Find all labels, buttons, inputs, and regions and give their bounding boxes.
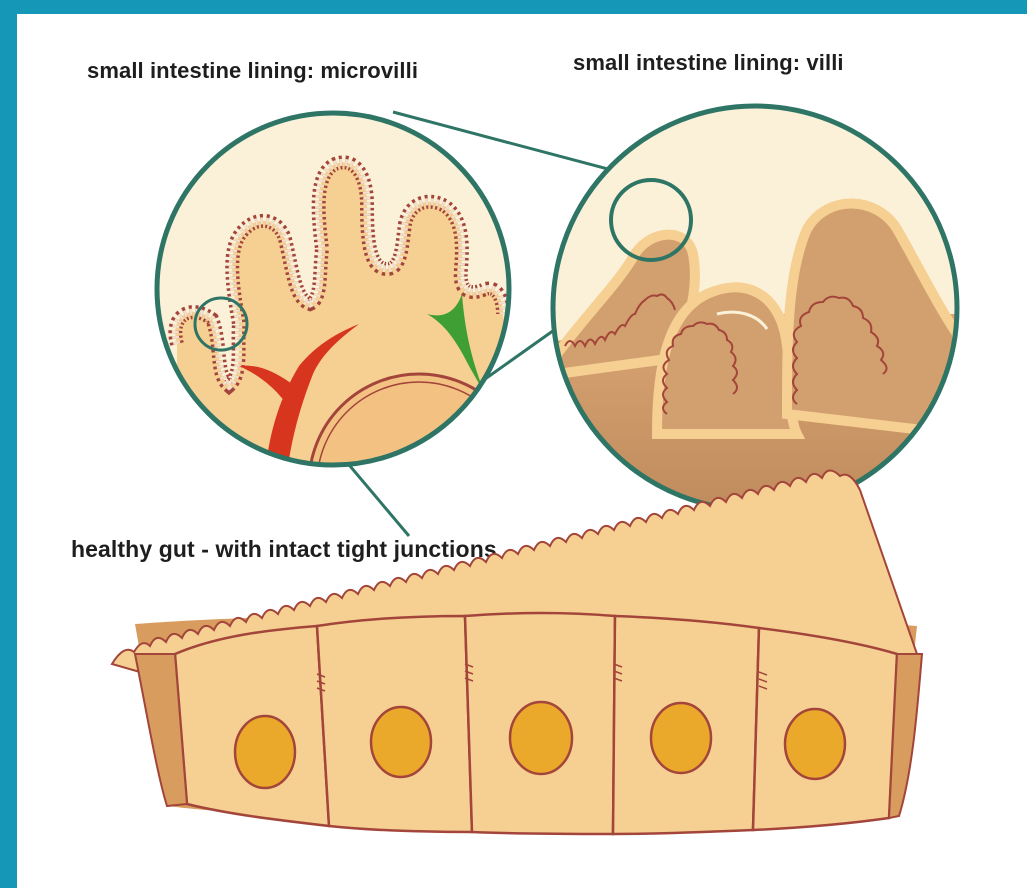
nucleus-cell-1 — [235, 716, 295, 788]
nucleus-cell-2 — [371, 707, 431, 777]
intestine-illustration — [17, 14, 1027, 888]
nucleus-cell-5 — [785, 709, 845, 779]
villi-magnified-circle — [547, 106, 957, 514]
nucleus-cell-4 — [651, 703, 711, 773]
nucleus-cell-3 — [510, 702, 572, 774]
microvilli-magnified-circle — [157, 113, 529, 594]
healthy-gut-epithelium — [112, 470, 922, 834]
diagram-panel: small intestine lining: microvilli small… — [17, 14, 1027, 888]
